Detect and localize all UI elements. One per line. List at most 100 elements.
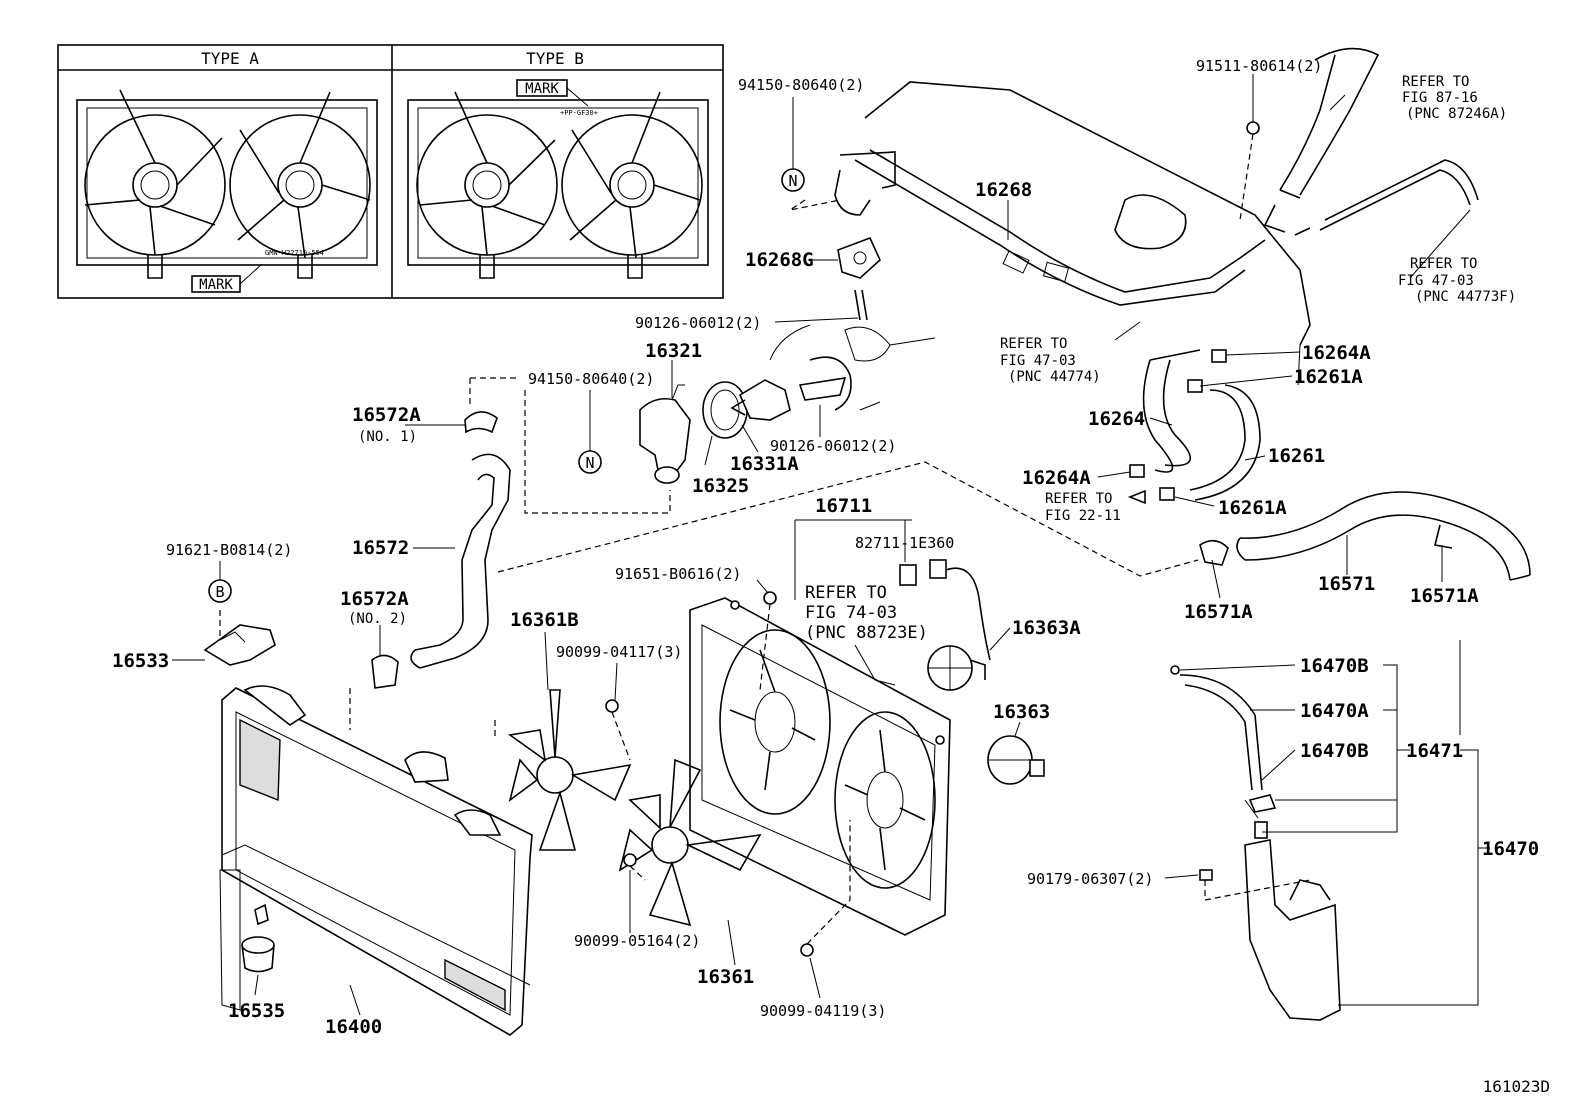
bolt-icon: [605, 699, 619, 713]
fan-type-inset: TYPE A TYPE B GMN-H22710-554 MARK: [57, 44, 724, 299]
hose-clamp-icon: [1159, 487, 1175, 501]
label-94150-lower: 94150-80640(2): [528, 370, 654, 388]
label-16268g: 16268G: [745, 249, 814, 271]
label-16535: 16535: [228, 1000, 285, 1022]
refer-fig-22-11: REFER TO FIG 22-11: [1045, 491, 1121, 524]
label-16572a-no1: 16572A: [352, 404, 421, 426]
svg-text:REFER TO: REFER TO: [1410, 256, 1477, 272]
type-b-fan-shroud: MARK +PP-GF30+: [407, 79, 709, 279]
type-b-stamp: +PP-GF30+: [560, 109, 598, 117]
label-16572a-no2: 16572A: [340, 588, 409, 610]
label-16325: 16325: [692, 475, 749, 497]
label-16261: 16261: [1268, 445, 1325, 467]
svg-text:REFER TO: REFER TO: [1000, 336, 1067, 352]
svg-text:REFER TO: REFER TO: [1402, 74, 1469, 90]
svg-text:FIG 74-03: FIG 74-03: [805, 603, 897, 623]
label-90179: 90179-06307(2): [1027, 870, 1153, 888]
fan-motor-16363: [987, 735, 1045, 785]
svg-text:FIG 22-11: FIG 22-11: [1045, 508, 1121, 524]
label-16361b: 16361B: [510, 609, 579, 631]
label-90126-lower: 90126-06012(2): [770, 437, 896, 455]
label-90099-04117: 90099-04117(3): [556, 643, 682, 661]
leader-lines: [172, 74, 1490, 1016]
grommet-16535: [241, 936, 275, 973]
label-16264a-upper: 16264A: [1302, 342, 1371, 364]
type-a-heading: TYPE A: [201, 49, 259, 68]
type-a-fan-shroud: GMN-H22710-554 MARK: [76, 89, 378, 293]
part-labels: 94150-80640(2) 91511-80614(2) 16268 1626…: [112, 57, 1539, 1038]
label-16470b-lower: 16470B: [1300, 740, 1369, 762]
label-16268: 16268: [975, 179, 1032, 201]
svg-text:(PNC 44773F): (PNC 44773F): [1415, 289, 1516, 305]
label-16264: 16264: [1088, 408, 1145, 430]
label-16571a-left: 16571A: [1184, 601, 1253, 623]
marker-n-lower: N: [578, 450, 602, 474]
fan-motor-16363a: [927, 645, 986, 691]
label-91651: 91651-B0616(2): [615, 565, 741, 583]
reservoir-tank-16470: [1170, 665, 1341, 1021]
label-82711: 82711-1E360: [855, 534, 954, 552]
svg-text:FIG 87-16: FIG 87-16: [1402, 90, 1478, 106]
label-16470b-upper: 16470B: [1300, 655, 1369, 677]
engine-outline: [844, 81, 1311, 411]
lower-radiator-hose-16571: [1199, 491, 1531, 581]
refer-fig-87-16: REFER TO FIG 87-16 (PNC 87246A): [1402, 74, 1507, 122]
label-16331a: 16331A: [730, 453, 799, 475]
label-16572a-no1-note: (NO. 1): [358, 429, 417, 445]
bolt-icon: [763, 591, 777, 605]
hose-clamp-icon: [1211, 349, 1227, 363]
refer-fig-47-03-upper: REFER TO FIG 47-03 (PNC 44773F): [1398, 256, 1516, 305]
hose-clamp-icon: [1187, 379, 1203, 393]
label-16264a-lower: 16264A: [1022, 467, 1091, 489]
label-16363a: 16363A: [1012, 617, 1081, 639]
radiator-bracket-16533: [203, 624, 276, 666]
label-16470: 16470: [1482, 838, 1539, 860]
label-16361: 16361: [697, 966, 754, 988]
label-94150-upper: 94150-80640(2): [738, 76, 864, 94]
label-90126-upper: 90126-06012(2): [635, 314, 761, 332]
label-91511: 91511-80614(2): [1196, 57, 1322, 75]
diagram-code: 161023D: [1483, 1077, 1550, 1096]
refer-fig-74-03: REFER TO FIG 74-03 (PNC 88723E): [805, 583, 928, 643]
label-90099-05164: 90099-05164(2): [574, 932, 700, 950]
radiator-16400: [219, 685, 533, 1036]
label-16470a: 16470A: [1300, 700, 1369, 722]
refer-fig-47-03-lower: REFER TO FIG 47-03 (PNC 44774): [1000, 336, 1101, 385]
label-16572a-no2-note: (NO. 2): [348, 611, 407, 627]
hose-clamp-icon: [1129, 464, 1145, 478]
type-a-stamp: GMN-H22710-554: [265, 249, 324, 257]
label-16571a-right: 16571A: [1410, 585, 1479, 607]
label-16471: 16471: [1406, 740, 1463, 762]
svg-text:B: B: [215, 583, 224, 601]
fan-16361: [618, 758, 762, 927]
fan-wiring-harness: [899, 559, 991, 661]
type-b-heading: TYPE B: [526, 49, 584, 68]
label-16321: 16321: [645, 340, 702, 362]
label-16363: 16363: [993, 701, 1050, 723]
svg-text:REFER TO: REFER TO: [805, 583, 887, 603]
label-16711: 16711: [815, 495, 872, 517]
type-a-mark: MARK: [199, 277, 233, 293]
label-90099-04119: 90099-04119(3): [760, 1002, 886, 1020]
bolt-icon: [800, 943, 814, 957]
upper-radiator-hose-16572: [371, 411, 511, 689]
svg-text:FIG 47-03: FIG 47-03: [1398, 273, 1474, 289]
marker-n-upper: N: [781, 168, 805, 192]
assembly-lines: [219, 199, 1461, 945]
water-bypass-pipe-16268: [834, 149, 1266, 306]
label-16400: 16400: [325, 1016, 382, 1038]
thermostat-group: [639, 324, 852, 484]
refer-to-notes: REFER TO FIG 87-16 (PNC 87246A) REFER TO…: [805, 74, 1516, 643]
bypass-hoses: [1129, 349, 1261, 501]
fan-16361b: [507, 689, 632, 851]
arrow-icon: [1127, 489, 1146, 505]
upper-right-hoses: [1239, 47, 1479, 236]
label-16261a-lower: 16261A: [1218, 497, 1287, 519]
nut-icon: [623, 853, 637, 867]
label-91621: 91621-B0814(2): [166, 541, 292, 559]
svg-text:(PNC 87246A): (PNC 87246A): [1406, 106, 1507, 122]
label-16533: 16533: [112, 650, 169, 672]
label-16571: 16571: [1318, 573, 1375, 595]
